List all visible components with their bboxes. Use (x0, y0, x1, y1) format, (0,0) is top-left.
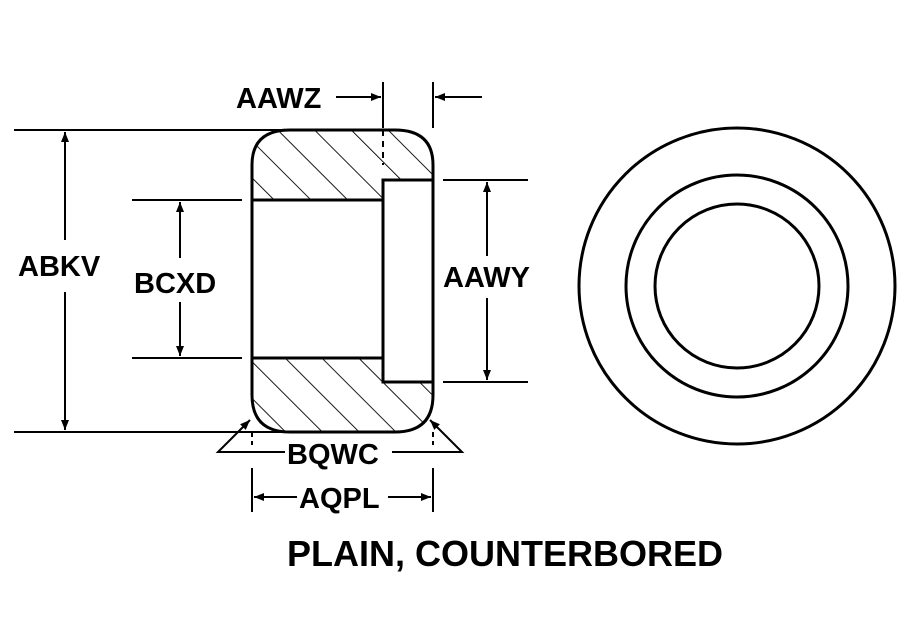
label-aawz: AAWZ (236, 83, 321, 115)
label-abkv: ABKV (18, 251, 101, 283)
bore-circle (653, 202, 821, 370)
label-bqwc: BQWC (287, 439, 379, 471)
counterbore-outline (381, 178, 433, 384)
dimension-bqwc: BQWC (215, 419, 465, 471)
outer-profile (250, 128, 435, 434)
hatched-bottom-wall (252, 358, 433, 432)
label-aqpl: AQPL (299, 483, 380, 515)
end-view (577, 126, 897, 446)
outer-circle (577, 126, 897, 446)
counterbore-circle (624, 173, 850, 399)
dimension-aawy: AAWY (443, 179, 530, 383)
dimension-aqpl: AQPL (251, 468, 434, 515)
dimension-abkv: ABKV (14, 129, 290, 433)
label-aawy: AAWY (443, 262, 530, 294)
section-view (250, 128, 435, 445)
hatched-top-wall (252, 130, 433, 200)
label-bcxd: BCXD (134, 268, 216, 300)
caption: PLAIN, COUNTERBORED (287, 533, 723, 574)
dimension-bcxd: BCXD (132, 199, 242, 359)
dimension-aawz: AAWZ (236, 82, 482, 128)
